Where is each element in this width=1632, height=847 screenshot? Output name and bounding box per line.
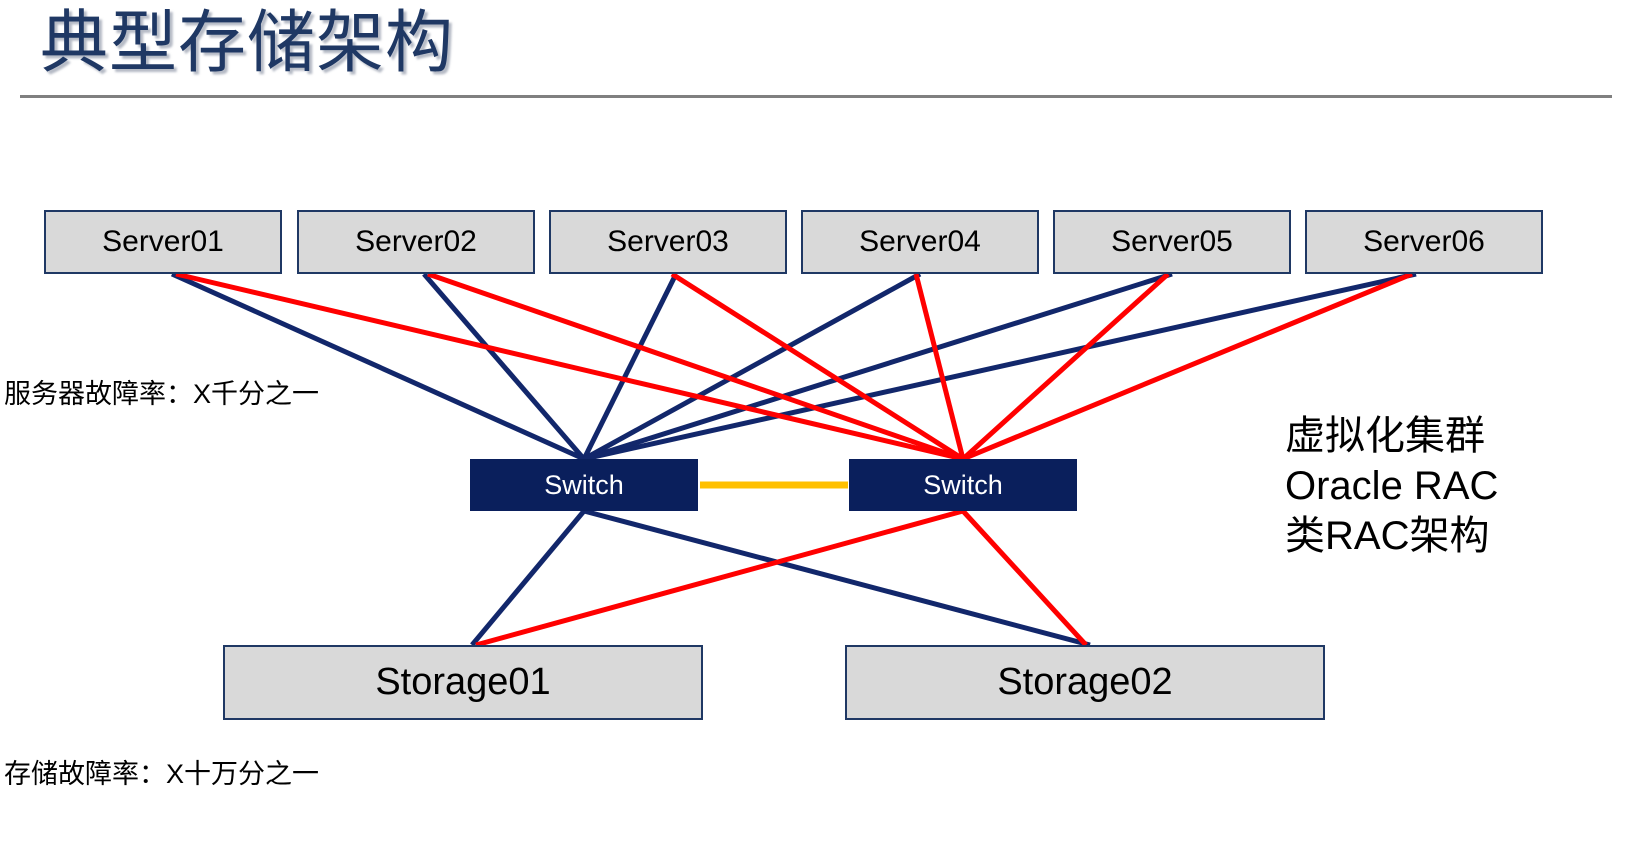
- server-node-label: Server04: [859, 225, 981, 258]
- link-server-to-switch-right-4: [913, 273, 966, 460]
- server-node-6[interactable]: Server06: [1305, 210, 1543, 274]
- link-server-to-switch-left-4: [582, 271, 922, 462]
- page-title: 典型存储架构: [40, 5, 455, 81]
- server-node-label: Server06: [1363, 225, 1485, 258]
- storage-node-label: Storage01: [375, 661, 551, 703]
- link-server-to-switch-right-5: [961, 272, 1170, 461]
- link-server-to-switch-left-3: [581, 272, 679, 461]
- link-server-to-switch-right-2: [427, 271, 964, 462]
- link-server-to-switch-right-6: [962, 271, 1413, 462]
- link-switch-left-to-storage-1: [470, 509, 586, 647]
- storage-failure-rate-label: 存储故障率：X十万分之一: [4, 759, 320, 789]
- cluster-note-line-1: 虚拟化集群: [1285, 414, 1485, 458]
- server-node-label: Server02: [355, 225, 477, 258]
- storage-node-label: Storage02: [997, 661, 1173, 703]
- cluster-note-line-3: 类RAC架构: [1285, 514, 1490, 558]
- link-switch-left-to-storage-2: [583, 508, 1091, 648]
- server-node-1[interactable]: Server01: [44, 210, 282, 274]
- cluster-note-line-2: Oracle RAC: [1285, 464, 1499, 508]
- cluster-note: 虚拟化集群 Oracle RAC 类RAC架构: [1285, 411, 1498, 561]
- server-node-4[interactable]: Server04: [801, 210, 1039, 274]
- title-divider: [20, 95, 1612, 98]
- link-server-to-switch-left-6: [583, 271, 1417, 462]
- link-server-to-switch-right-1: [175, 271, 964, 462]
- links-server-to-left-switch: [170, 271, 1417, 462]
- switch-node-label: Switch: [544, 469, 624, 500]
- link-server-to-switch-left-5: [583, 271, 1173, 462]
- switch-node-label: Switch: [923, 469, 1003, 500]
- link-server-to-switch-right-3: [670, 271, 965, 462]
- link-server-to-switch-left-2: [422, 272, 586, 461]
- links-right-switch-to-storage: [475, 508, 1088, 648]
- server-node-2[interactable]: Server02: [297, 210, 535, 274]
- server-node-label: Server03: [607, 225, 729, 258]
- storage-node-2[interactable]: Storage02: [845, 645, 1325, 720]
- link-switch-right-to-storage-1: [475, 508, 964, 648]
- link-switch-right-to-storage-2: [961, 509, 1088, 647]
- link-server-to-switch-left-1: [170, 271, 586, 462]
- switch-node-1[interactable]: Switch: [470, 459, 698, 511]
- server-failure-rate-label: 服务器故障率：X千分之一: [4, 379, 320, 409]
- server-node-label: Server05: [1111, 225, 1233, 258]
- server-node-3[interactable]: Server03: [549, 210, 787, 274]
- storage-node-1[interactable]: Storage01: [223, 645, 703, 720]
- links-left-switch-to-storage: [470, 508, 1091, 648]
- switch-node-2[interactable]: Switch: [849, 459, 1077, 511]
- server-node-label: Server01: [102, 225, 224, 258]
- server-node-5[interactable]: Server05: [1053, 210, 1291, 274]
- links-server-to-right-switch: [175, 271, 1413, 462]
